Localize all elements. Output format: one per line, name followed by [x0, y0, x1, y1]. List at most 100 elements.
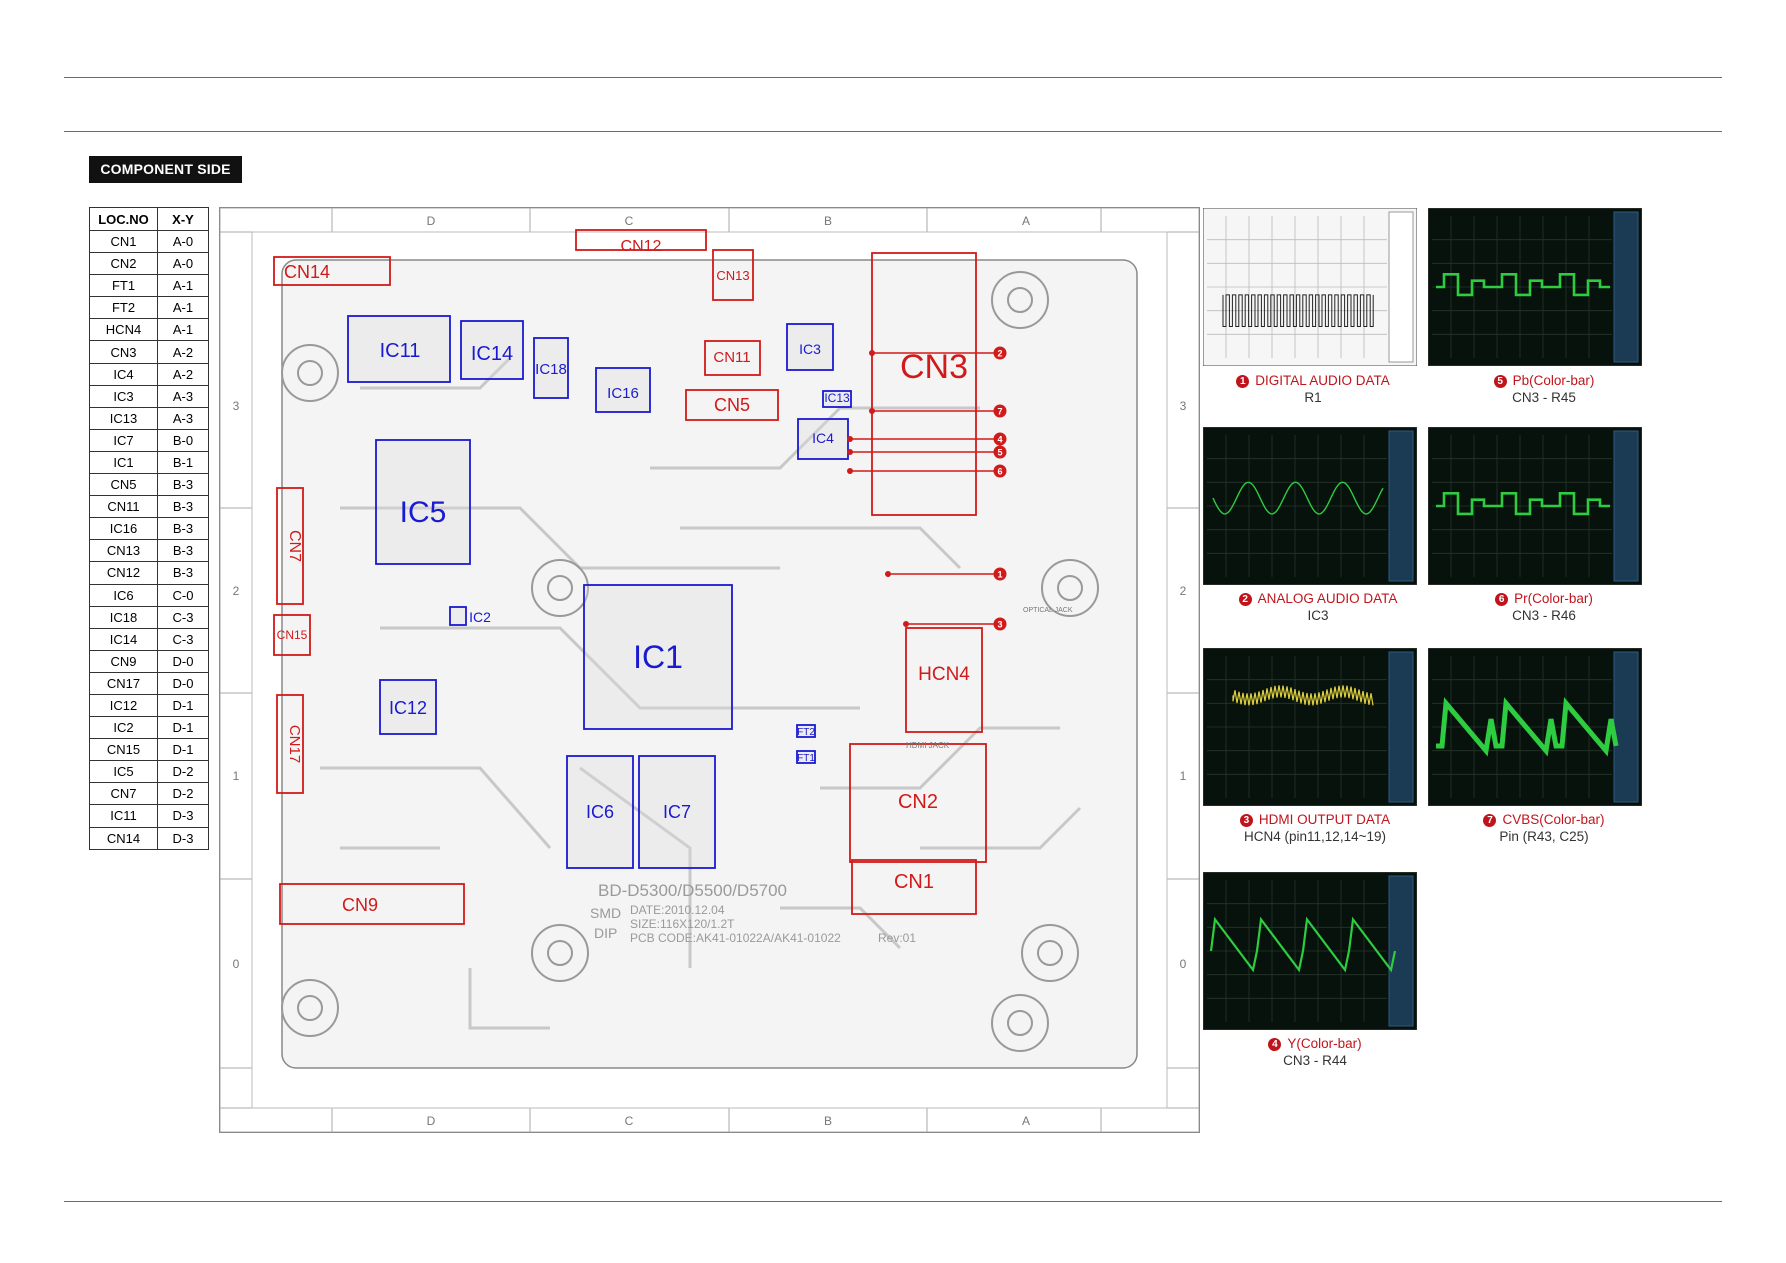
loc-no-cell: IC3 — [89, 384, 158, 408]
ic-label-ic11: IC11 — [380, 340, 421, 362]
grid-column-label: B — [824, 1114, 832, 1128]
grid-column-label: C — [625, 214, 634, 228]
toroid-inductor — [531, 559, 589, 617]
loc-no-cell: IC2 — [89, 716, 158, 740]
ic-label-ic2: IC2 — [469, 609, 491, 625]
scope-title: CVBS(Color-bar) — [1502, 812, 1605, 827]
xy-cell: A-3 — [157, 406, 209, 430]
board-pcb-code-text: PCB CODE:AK41-01022A/AK41-01022 — [630, 931, 841, 945]
loc-no-cell: IC5 — [89, 760, 158, 784]
scope-number-badge: 4 — [1268, 1038, 1282, 1051]
scope-waveform — [1232, 685, 1374, 706]
connector-outline-cn11 — [704, 340, 761, 376]
toroid-core — [547, 940, 573, 966]
scope-side-menu — [1613, 430, 1639, 582]
xy-cell: A-1 — [157, 318, 209, 342]
connector-outline-cn2 — [849, 743, 987, 863]
scope-side-menu — [1613, 211, 1639, 363]
connector-label-cn15: CN15 — [277, 628, 308, 642]
connector-label-cn11: CN11 — [713, 349, 750, 366]
connector-label-cn2: CN2 — [898, 791, 938, 813]
scope-waveform — [1436, 492, 1610, 516]
toroid-inductor — [281, 344, 339, 402]
pcb-trace — [650, 406, 980, 470]
xy-cell: D-1 — [157, 738, 209, 762]
scope-title: ANALOG AUDIO DATA — [1257, 591, 1398, 606]
test-point-dot — [885, 571, 891, 577]
connector-label-hcn4: HCN4 — [918, 664, 970, 685]
connector-outline-cn15 — [273, 614, 311, 656]
scope-screen — [1203, 872, 1417, 1030]
test-point-number: 1 — [997, 570, 1002, 580]
ic-label-ic14: IC14 — [471, 343, 513, 365]
toroid-inductor — [991, 994, 1049, 1052]
pcb-trace — [920, 806, 1082, 850]
connector-outline-cn9 — [279, 883, 465, 925]
scope-number-badge: 1 — [1236, 375, 1250, 388]
scope-side-menu — [1388, 651, 1414, 803]
xy-cell: D-0 — [157, 671, 209, 695]
loc-no-cell: HCN4 — [89, 318, 158, 342]
toroid-inductor — [281, 979, 339, 1037]
pcb-trace — [780, 906, 902, 950]
connector-outline-cn1 — [851, 859, 977, 915]
grid-column-label: D — [427, 1114, 436, 1128]
xy-cell: A-0 — [157, 252, 209, 276]
grid-bottom-strip — [220, 1107, 1199, 1132]
scope-screen — [1428, 208, 1642, 366]
connector-outline-cn17 — [276, 694, 304, 794]
loc-no-cell: CN15 — [89, 738, 158, 762]
test-point-marker — [993, 464, 1007, 478]
loc-no-cell: IC14 — [89, 627, 158, 651]
xy-cell: D-1 — [157, 693, 209, 718]
toroid-inductor — [531, 924, 589, 982]
xy-cell: A-1 — [157, 274, 209, 298]
grid-column-label: D — [427, 214, 436, 228]
test-point-marker — [993, 404, 1007, 418]
ic-outline-ic16 — [595, 367, 651, 413]
connector-label-cn13: CN13 — [716, 268, 749, 283]
ic-outline-ic7 — [638, 755, 716, 869]
loc-no-cell: CN5 — [89, 473, 158, 497]
loc-no-cell: CN13 — [89, 539, 158, 563]
connector-label-cn14: CN14 — [284, 262, 330, 282]
board-smd-text: SMD — [590, 905, 621, 921]
ic-outline-ic2 — [449, 606, 467, 626]
pcb-trace — [468, 968, 550, 1030]
scope-waveform — [1209, 916, 1397, 973]
scope-number-badge: 2 — [1238, 593, 1252, 606]
xy-cell: D-3 — [157, 804, 209, 828]
toroid-core — [297, 995, 323, 1021]
xy-cell: C-3 — [157, 605, 209, 629]
pcb-trace — [380, 626, 860, 710]
scope-title: Pb(Color-bar) — [1512, 373, 1595, 388]
grid-row-label: 3 — [233, 399, 240, 413]
connector-label-cn9: CN9 — [342, 895, 378, 915]
scope-side-menu — [1613, 651, 1639, 803]
grid-left-strip — [220, 231, 253, 1109]
loc-no-cell: IC12 — [89, 693, 158, 718]
loc-no-cell: CN11 — [89, 495, 158, 519]
xy-cell: D-1 — [157, 716, 209, 740]
ic-label-ft1: FT1 — [797, 753, 815, 764]
xy-cell: A-2 — [157, 340, 209, 364]
ic-outline-ic3 — [786, 323, 834, 371]
loc-no-cell: CN3 — [89, 340, 158, 364]
ic-outline-ic4 — [797, 418, 849, 460]
test-point-number: 6 — [997, 467, 1002, 477]
